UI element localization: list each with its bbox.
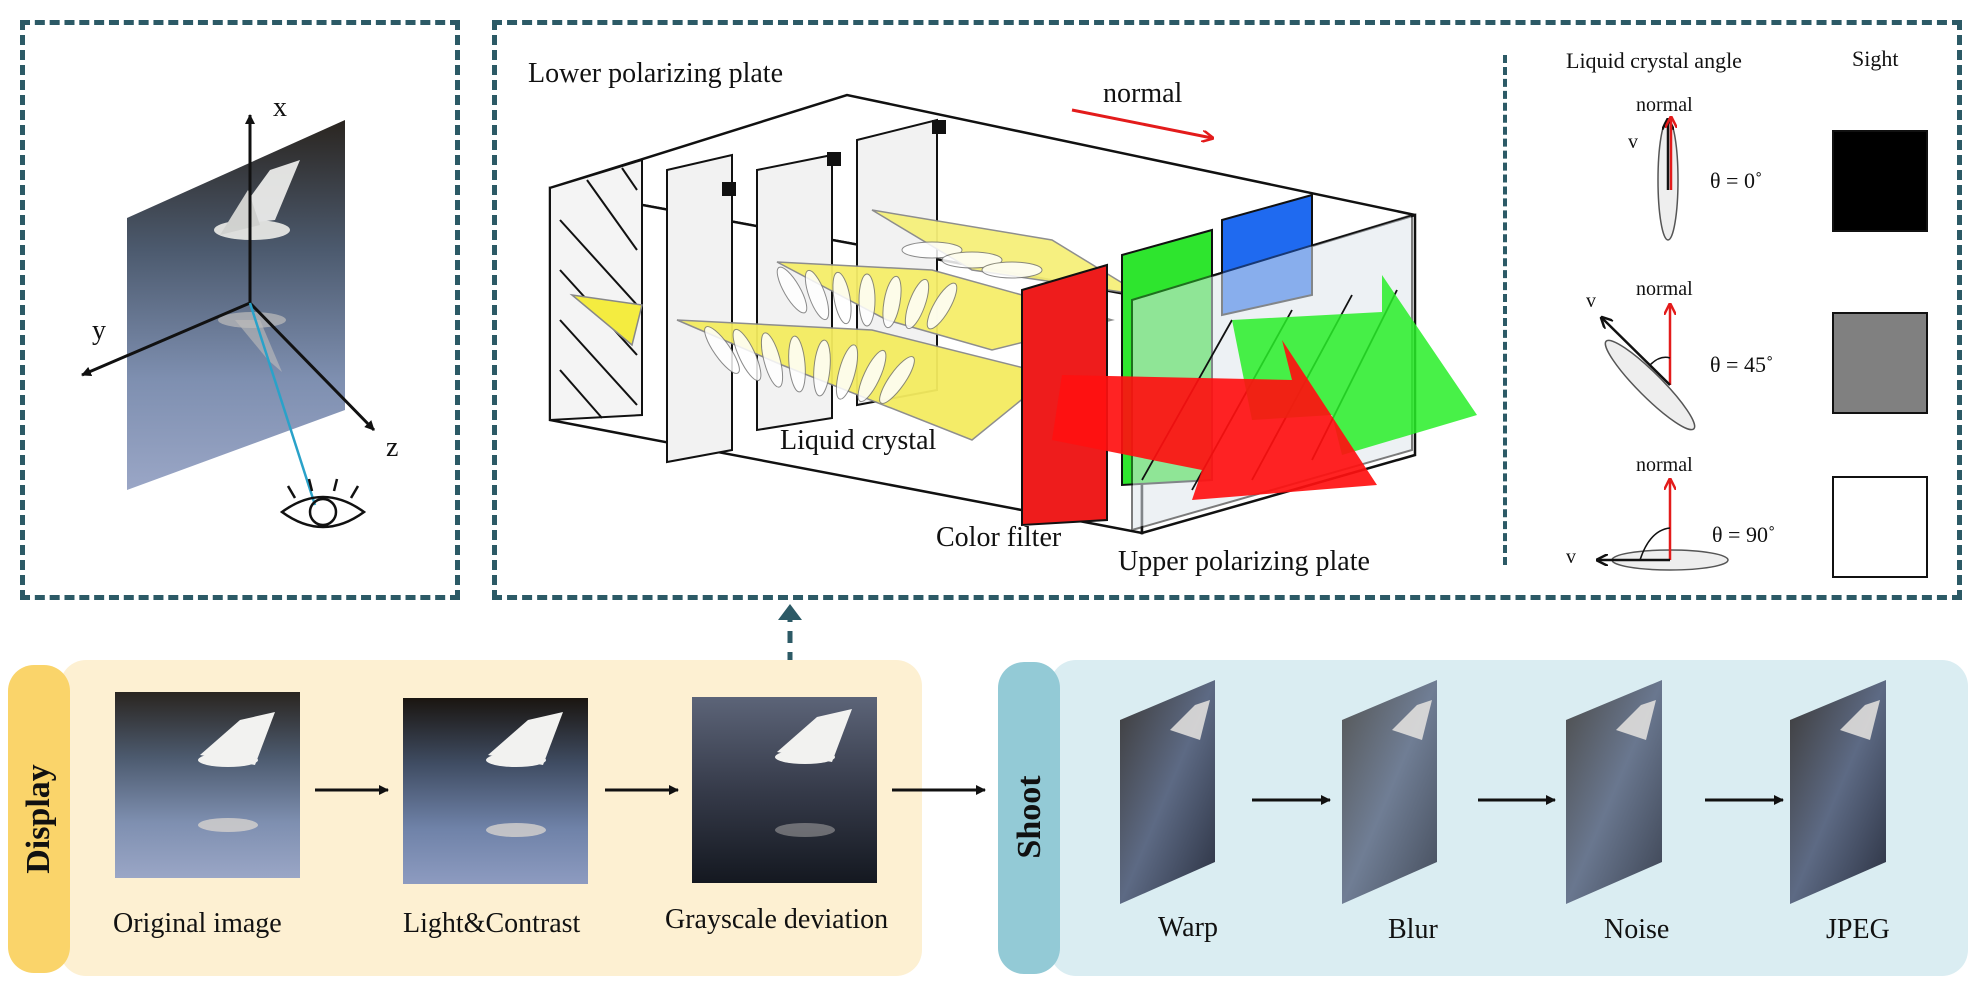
- row1-v: v: [1628, 131, 1638, 153]
- step-warp: Warp: [1158, 912, 1218, 943]
- axes-diagram: [81, 114, 376, 529]
- swan-image-plane: [127, 120, 345, 490]
- grayscale-image: [692, 697, 877, 883]
- sight-swatch-1: [1832, 130, 1928, 232]
- eye-icon: [279, 478, 367, 529]
- angle-diagrams: [1560, 90, 1729, 571]
- liquid-crystal-label: Liquid crystal: [780, 425, 937, 456]
- step-blur: Blur: [1388, 914, 1438, 945]
- original-image: [115, 692, 300, 878]
- display-images: [115, 692, 986, 884]
- x-axis-label: x: [273, 92, 287, 123]
- step-noise: Noise: [1604, 914, 1670, 945]
- row1-normal: normal: [1636, 94, 1693, 116]
- row3-v: v: [1566, 546, 1576, 568]
- angle-header: Liquid crystal angle: [1566, 48, 1742, 73]
- row3-theta: θ = 90˚: [1712, 522, 1776, 547]
- upper-plate-label: Upper polarizing plate: [1118, 546, 1370, 577]
- shoot-images: [1120, 680, 1886, 904]
- step-grayscale: Grayscale deviation: [665, 904, 889, 935]
- light-contrast-image: [403, 698, 588, 884]
- display-tab: [8, 665, 70, 973]
- lcd-panel: [492, 20, 1962, 600]
- y-axis-label: y: [92, 315, 106, 346]
- z-axis-label: z: [386, 432, 399, 463]
- step-light-contrast: Light&Contrast: [403, 908, 581, 939]
- row2-normal: normal: [1636, 278, 1693, 300]
- step-jpeg: JPEG: [1826, 914, 1890, 945]
- row2-theta: θ = 45˚: [1710, 352, 1774, 377]
- lcd-diagram: [548, 93, 1477, 535]
- sight-swatch-3: [1832, 476, 1928, 578]
- axes-panel: [20, 20, 460, 600]
- row2-v: v: [1586, 290, 1596, 312]
- sight-swatch-2: [1832, 312, 1928, 414]
- row3-normal: normal: [1636, 454, 1693, 476]
- angle-divider: [1503, 55, 1507, 565]
- normal-label: normal: [1103, 78, 1183, 109]
- step-original: Original image: [113, 908, 282, 939]
- color-filter-label: Color filter: [936, 522, 1062, 553]
- red-light-arrow: [1052, 340, 1377, 500]
- shoot-tab: [998, 662, 1060, 974]
- lower-plate-label: Lower polarizing plate: [528, 58, 784, 89]
- row1-theta: θ = 0˚: [1710, 168, 1763, 193]
- sight-header: Sight: [1852, 46, 1899, 71]
